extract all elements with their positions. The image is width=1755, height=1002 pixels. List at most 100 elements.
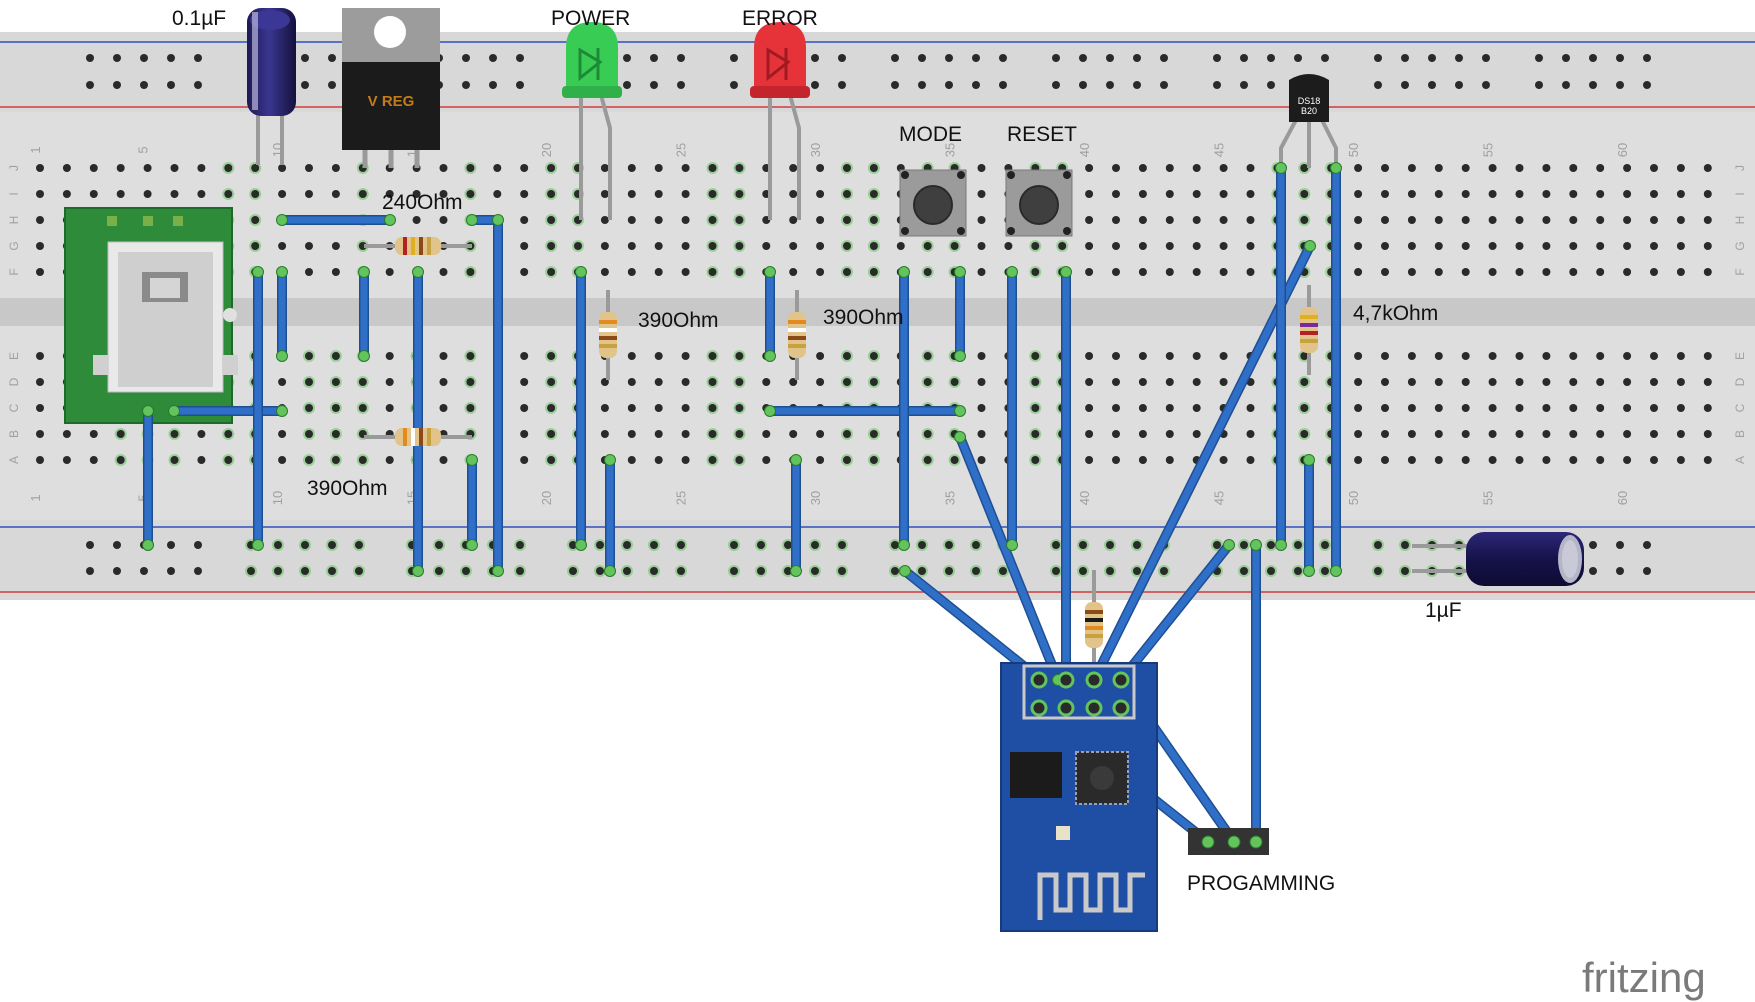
hole — [627, 216, 636, 224]
rail-hole — [838, 81, 846, 89]
wire — [901, 567, 1045, 684]
hole — [36, 268, 44, 276]
hole — [305, 242, 313, 250]
rail-hole — [328, 541, 336, 549]
hole — [1461, 404, 1470, 412]
rail-hole — [194, 54, 202, 62]
hole — [735, 242, 744, 250]
rail-hole — [918, 541, 926, 549]
hole — [224, 456, 233, 464]
wire-endpoint — [384, 214, 396, 226]
rail-hole — [1267, 541, 1275, 549]
hole — [1407, 242, 1416, 250]
rail-hole — [1160, 567, 1168, 575]
hole — [1488, 164, 1497, 172]
label-resistor-390-lower: 390Ohm — [307, 477, 388, 500]
rail-hole — [1079, 567, 1087, 575]
wire-endpoint — [954, 350, 966, 362]
hole — [1703, 456, 1712, 464]
hole — [1703, 404, 1712, 412]
hole — [1650, 190, 1658, 198]
hole — [816, 456, 825, 464]
label-capacitor-1uf: 1µF — [1425, 599, 1462, 622]
column-number-top: 20 — [539, 143, 554, 157]
rail-hole — [918, 567, 926, 575]
hole — [708, 190, 717, 198]
rail-hole — [596, 541, 604, 549]
hole — [1515, 352, 1524, 360]
wire-endpoint — [764, 350, 776, 362]
hole — [547, 430, 556, 438]
hole — [600, 190, 609, 198]
hole — [36, 216, 44, 224]
resistor — [788, 290, 806, 380]
rail-hole — [811, 54, 819, 62]
rail-hole — [1133, 541, 1141, 549]
hole — [708, 456, 717, 464]
hole — [1542, 430, 1551, 438]
hole — [36, 242, 44, 250]
hole — [305, 404, 313, 412]
esp-pin — [1030, 671, 1048, 689]
wire-endpoint — [604, 565, 616, 577]
hole — [331, 456, 340, 464]
hole — [331, 164, 340, 172]
rail-hole — [811, 567, 819, 575]
hole — [62, 164, 71, 172]
rail-hole — [1267, 81, 1275, 89]
hole — [1219, 242, 1228, 250]
wire-endpoint — [466, 214, 478, 226]
hole — [170, 190, 179, 198]
wire-endpoint — [276, 266, 288, 278]
rail-hole — [516, 54, 524, 62]
hole — [923, 378, 932, 386]
hole — [547, 190, 556, 198]
hole — [1676, 216, 1685, 224]
hole — [520, 378, 529, 386]
hole — [1515, 378, 1524, 386]
ds18b20-sensor: DS18 B20 — [1279, 74, 1338, 168]
hole — [1596, 190, 1605, 198]
wire-endpoint — [276, 350, 288, 362]
hole — [1569, 216, 1578, 224]
hole — [1219, 456, 1228, 464]
hole — [331, 190, 340, 198]
wire-endpoint — [276, 214, 288, 226]
hole — [1542, 378, 1551, 386]
rail-hole — [1428, 81, 1436, 89]
hole — [1300, 190, 1309, 198]
esp-pin — [1085, 671, 1103, 689]
hole — [331, 242, 340, 250]
hole — [520, 190, 529, 198]
hole — [520, 456, 529, 464]
hole — [789, 430, 798, 438]
hole — [1703, 164, 1712, 172]
hole — [1031, 378, 1040, 386]
hole — [1407, 216, 1416, 224]
hole — [439, 404, 448, 412]
hole — [1488, 404, 1497, 412]
wire-endpoint — [358, 266, 370, 278]
rail-hole — [1079, 54, 1087, 62]
hole — [816, 378, 825, 386]
hole — [36, 456, 44, 464]
rail-hole — [301, 54, 309, 62]
rail-hole — [623, 54, 631, 62]
hole — [1031, 352, 1040, 360]
row-letter: B — [7, 430, 21, 438]
wire-endpoint — [1223, 539, 1235, 551]
column-number-bottom: 1 — [28, 494, 43, 501]
hole — [466, 164, 475, 172]
hole — [869, 242, 878, 250]
column-number-bottom: 10 — [270, 491, 285, 505]
rail-hole — [167, 567, 175, 575]
hole — [1165, 216, 1174, 224]
hole — [1596, 216, 1605, 224]
wire-endpoint — [492, 565, 504, 577]
resistor — [599, 290, 617, 380]
rail-hole — [86, 567, 94, 575]
hole — [439, 378, 448, 386]
rail-hole — [274, 541, 282, 549]
resistor — [364, 428, 472, 446]
hole — [1219, 352, 1228, 360]
